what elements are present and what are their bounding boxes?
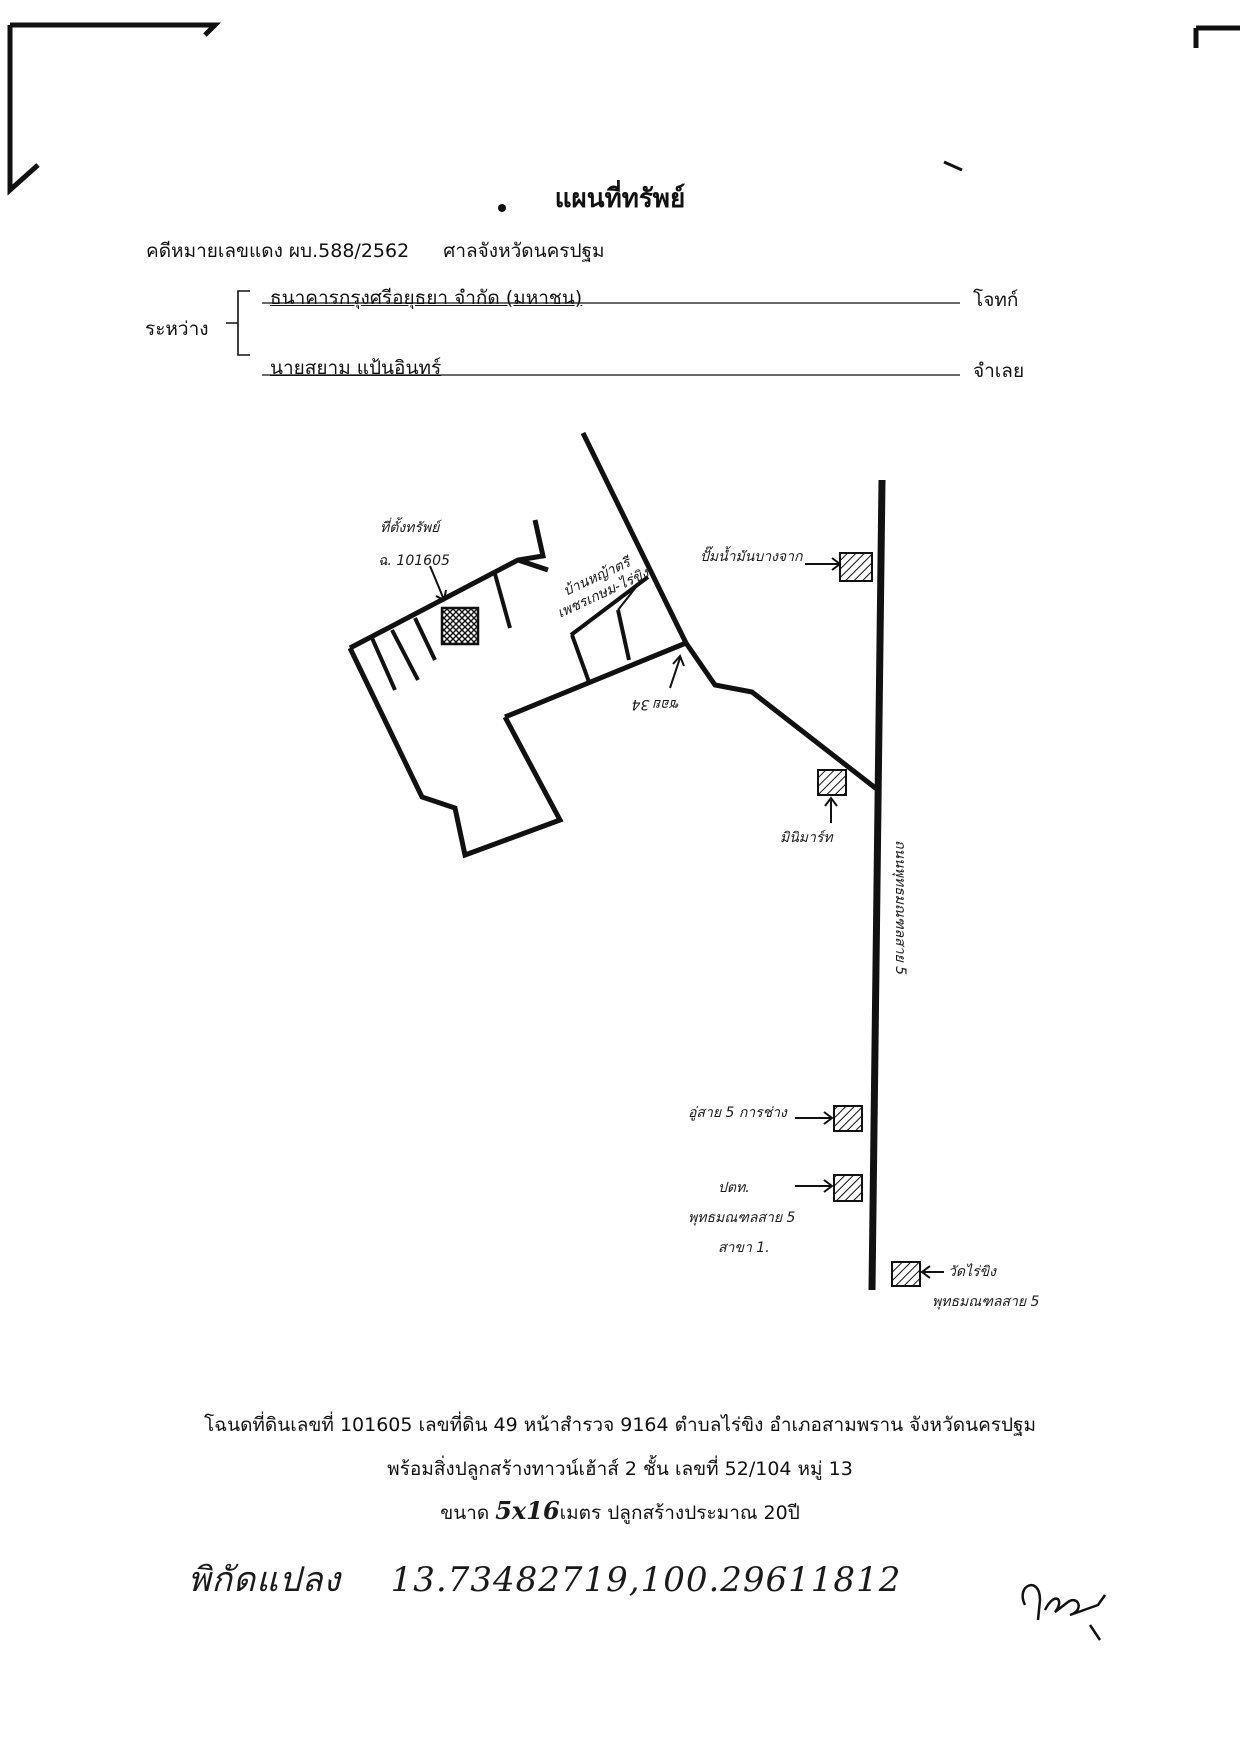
property-marker <box>440 606 480 646</box>
ptt-label-1: ปตท. <box>718 1180 750 1196</box>
signature <box>1021 1583 1107 1641</box>
main-road <box>868 479 886 1291</box>
building-line: พร้อมสิ่งปลูกสร้างทาวน์เฮ้าส์ 2 ชั้น เลข… <box>387 1458 853 1480</box>
scan-speck <box>943 160 963 172</box>
gas-station-label: ปั๊มน้ำมันบางจาก <box>700 546 804 565</box>
plaintiff-name: ธนาคารกรุงศรีอยุธยา จำกัด (มหาชน) <box>270 287 583 309</box>
plaintiff-role: โจทก์ <box>973 289 1019 311</box>
gas-station-marker <box>839 552 873 582</box>
ptt-arrow <box>795 1179 834 1193</box>
case-number: คดีหมายเลขแดง ผบ.588/2562 <box>146 240 410 262</box>
soi-arrow <box>669 654 685 689</box>
between-label: ระหว่าง <box>145 318 209 340</box>
ptt-label-2: พุทธมณฑลสาย 5 <box>688 1210 795 1226</box>
diagonal-road <box>580 431 689 645</box>
soi-road <box>504 640 687 720</box>
temple-label-2: พุทธมณฑลสาย 5 <box>932 1294 1039 1310</box>
property-label: ที่ตั้งทรัพย์ <box>380 517 442 536</box>
ptt-label-3: สาขา 1. <box>718 1240 770 1256</box>
property-parcel-label: ฉ. 101605 <box>378 553 450 569</box>
party-bracket <box>226 290 250 356</box>
case-info: คดีหมายเลขแดง ผบ.588/2562 ศาลจังหวัดนครป… <box>146 236 605 266</box>
gas-station-arrow <box>805 557 842 571</box>
garage-marker <box>833 1105 863 1132</box>
main-road-label: ถนนพุทธมณฑลสาย 5 <box>892 840 908 975</box>
handwritten-coordinates: พิกัดแปลง 13.73482719,100.29611812 <box>188 1552 901 1606</box>
size-value: 5x16 <box>495 1496 560 1525</box>
connector-road <box>683 641 880 792</box>
temple-label-1: วัดไร่ขิง <box>948 1263 997 1280</box>
soi-label: ซอย 34 <box>632 696 680 712</box>
defendant-role: จำเลย <box>973 360 1025 382</box>
mini-mart-marker <box>817 769 847 796</box>
scan-speck <box>498 204 506 212</box>
coordinates-label: พิกัดแปลง <box>188 1560 342 1600</box>
property-outline <box>347 519 564 859</box>
defendant-name: นายสยาม แป้นอินทร์ <box>270 357 442 379</box>
size-line: ขนาด 5x16เมตร ปลูกสร้างประมาณ 20ปี <box>0 1496 1240 1528</box>
village-arrow <box>617 581 641 611</box>
mini-mart-label: มินิมาร์ท <box>780 829 834 846</box>
size-unit-age: เมตร ปลูกสร้างประมาณ 20ปี <box>559 1502 800 1524</box>
size-label: ขนาด <box>440 1502 490 1524</box>
scan-corner-mark <box>7 22 222 196</box>
temple-arrow <box>920 1265 944 1279</box>
scan-corner-mark <box>1193 25 1240 48</box>
property-pointer-arrow <box>429 565 447 602</box>
deed-line: โฉนดที่ดินเลขที่ 101605 เลขที่ดิน 49 หน้… <box>203 1414 1037 1436</box>
temple-marker <box>891 1261 921 1287</box>
garage-label: อู่สาย 5 การช่าง <box>688 1105 788 1121</box>
court-name: ศาลจังหวัดนครปฐม <box>443 240 605 262</box>
garage-arrow <box>795 1111 834 1125</box>
ptt-marker <box>833 1174 863 1202</box>
property-sublanes <box>370 573 512 691</box>
coordinates-value: 13.73482719,100.29611812 <box>390 1560 902 1600</box>
page-title: แผนที่ทรัพย์ <box>554 184 686 214</box>
mini-mart-arrow <box>824 796 838 823</box>
